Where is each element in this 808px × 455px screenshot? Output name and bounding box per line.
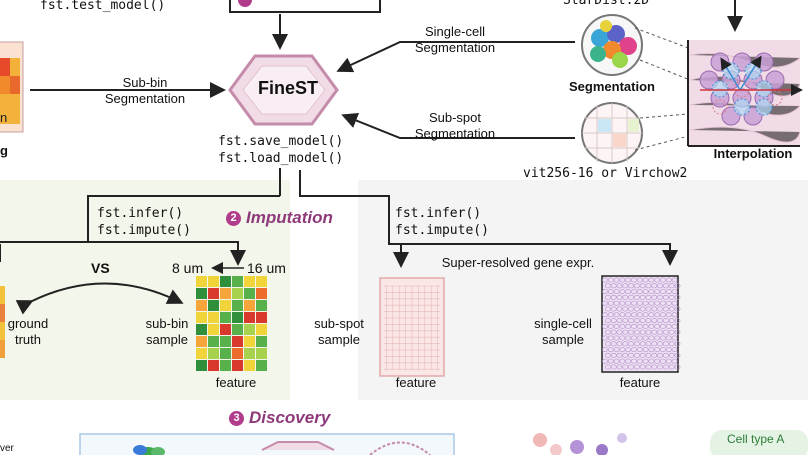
partial-text-n: n: [0, 110, 8, 125]
cell-type-label: Cell type A: [727, 432, 785, 446]
heatmap-cell: [256, 360, 267, 371]
segmentation-title: Segmentation: [569, 79, 655, 94]
heatmap-cell: [232, 312, 243, 323]
feature-label-1: feature: [215, 375, 257, 390]
heatmap-cell: [244, 360, 255, 371]
heatmap-cell: [208, 324, 219, 335]
step-2-badge: 2: [226, 211, 241, 226]
heatmap-cell: [196, 288, 207, 299]
heatmap-cell: [196, 276, 207, 287]
heatmap-cell: [220, 336, 231, 347]
right-impute-funcs: fst.infer() fst.impute(): [395, 206, 489, 238]
heatmap-cell: [256, 336, 267, 347]
subbin-heatmap: [196, 276, 267, 371]
partial-text-g: g: [0, 143, 8, 158]
heatmap-cell: [232, 360, 243, 371]
resolution-16um: 16 um: [247, 260, 286, 276]
heatmap-cell: [232, 336, 243, 347]
heatmap-cell: [232, 324, 243, 335]
interpolation-title: Interpolation: [713, 146, 793, 161]
resolution-8um: 8 um: [172, 260, 204, 276]
heatmap-cell: [208, 348, 219, 359]
feature-label-2: feature: [395, 375, 437, 390]
heatmap-cell: [208, 276, 219, 287]
heatmap-cell: [208, 300, 219, 311]
feature-label-3: feature: [619, 375, 661, 390]
imputation-title: Imputation: [246, 208, 333, 227]
discovery-title: Discovery: [249, 408, 331, 427]
heatmap-cell: [220, 360, 231, 371]
heatmap-cell: [208, 312, 219, 323]
heatmap-cell: [232, 300, 243, 311]
heatmap-cell: [244, 324, 255, 335]
heatmap-cell: [244, 288, 255, 299]
load-model-func: fst.load_model(): [218, 151, 344, 166]
heatmap-cell: [208, 336, 219, 347]
heatmap-cell: [232, 288, 243, 299]
heatmap-cell: [196, 300, 207, 311]
heatmap-cell: [220, 312, 231, 323]
save-model-func: fst.save_model(): [218, 134, 344, 149]
singlecell-sample-label: single-cell sample: [534, 316, 592, 347]
step-3-badge: 3: [229, 411, 244, 426]
sub-spot-segmentation-label: Sub-spot Segmentation: [414, 110, 496, 141]
subspot-sample-label: sub-spot sample: [314, 316, 364, 347]
heatmap-cell: [244, 276, 255, 287]
heatmap-cell: [244, 312, 255, 323]
imputation-header: 2 Imputation: [226, 208, 333, 228]
models-label: vit256-16 or Virchow2: [523, 166, 688, 181]
heatmap-cell: [256, 312, 267, 323]
heatmap-cell: [208, 360, 219, 371]
heatmap-cell: [220, 276, 231, 287]
subbin-segmentation-label: Sub-bin Segmentation: [104, 75, 186, 106]
heatmap-cell: [256, 348, 267, 359]
step-1-badge: [238, 0, 252, 7]
heatmap-cell: [220, 348, 231, 359]
heatmap-cell: [256, 324, 267, 335]
heatmap-cell: [220, 324, 231, 335]
heatmap-cell: [244, 300, 255, 311]
discovery-header: 3 Discovery: [229, 408, 330, 428]
heatmap-cell: [196, 324, 207, 335]
heatmap-cell: [244, 348, 255, 359]
heatmap-cell: [208, 288, 219, 299]
heatmap-cell: [220, 288, 231, 299]
heatmap-cell: [232, 276, 243, 287]
test-model-func: fst.test_model(): [40, 0, 166, 13]
stardist-label: StarDist.2D: [563, 0, 650, 8]
subbin-sample-label: sub-bin sample: [145, 316, 189, 347]
ground-truth-label: ground truth: [7, 316, 49, 347]
heatmap-cell: [256, 276, 267, 287]
heatmap-cell: [256, 300, 267, 311]
heatmap-cell: [196, 348, 207, 359]
discovery-partial-text: ver: [0, 443, 14, 454]
single-cell-segmentation-label: Single-cell Segmentation: [414, 24, 496, 55]
heatmap-cell: [232, 348, 243, 359]
heatmap-cell: [196, 360, 207, 371]
heatmap-cell: [196, 312, 207, 323]
heatmap-cell: [244, 336, 255, 347]
heatmap-cell: [220, 300, 231, 311]
heatmap-cell: [196, 336, 207, 347]
heatmap-cell: [256, 288, 267, 299]
vs-label: VS: [91, 260, 110, 276]
super-resolved-label: Super-resolved gene expr.: [441, 255, 595, 270]
finest-title: FineST: [258, 78, 319, 98]
left-impute-funcs: fst.infer() fst.impute(): [97, 206, 191, 238]
